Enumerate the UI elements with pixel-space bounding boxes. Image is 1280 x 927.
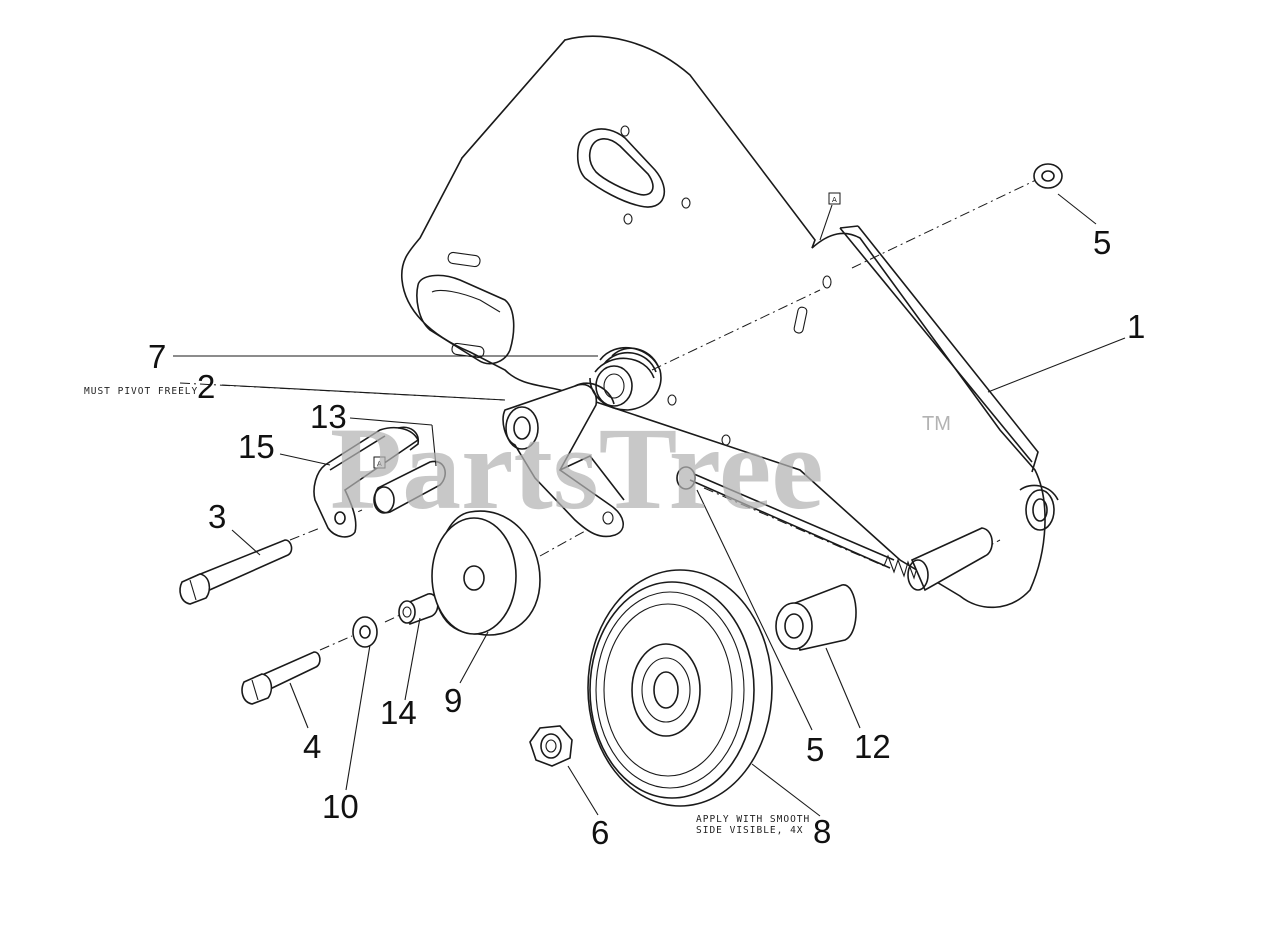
watermark-trademark: TM [922,413,951,435]
callout-8: 8 [813,813,831,850]
watermark-text: PartsTree [330,403,824,534]
callout-5-bottom: 5 [806,731,824,768]
torsion-spring [589,346,662,411]
apply-note-line1: APPLY WITH SMOOTH [696,814,810,825]
adjust-bracket [313,426,420,538]
locknut-top [1033,163,1063,189]
bushing-tube [373,460,446,514]
flag-a-label: A [832,196,837,204]
callout-12: 12 [854,728,891,765]
callout-numbers: 1 2 3 4 5 5 6 7 8 9 10 12 13 15 14 [148,224,1145,851]
mounting-plate [400,35,1059,609]
reference-flag-a: A [828,192,841,205]
callout-14: 14 [380,694,417,731]
leader-lines [173,193,1126,817]
flat-washer [352,616,378,648]
callout-3: 3 [208,498,226,535]
callout-5-top: 5 [1093,224,1111,261]
callout-13: 13 [310,398,347,435]
hex-bolt-long [179,539,293,605]
v-idler-pulley [587,569,773,807]
large-spacer [775,584,857,651]
tension-spring [676,466,929,582]
flag-a-bracket-label: A [377,460,382,468]
callout-1: 1 [1127,308,1145,345]
flat-idler-pulley [431,510,541,636]
callout-6: 6 [591,814,609,851]
callout-2: 2 [197,368,215,405]
apply-note-line2: SIDE VISIBLE, 4X [696,825,804,836]
hex-bolt-short [241,651,321,705]
watermark: PartsTree TM [330,403,951,534]
flange-nut [529,725,573,767]
callout-9: 9 [444,682,462,719]
pivot-note: MUST PIVOT FREELY [84,386,198,397]
callout-10: 10 [322,788,359,825]
small-spacer [398,593,439,626]
drawing-notes: MUST PIVOT FREELY APPLY WITH SMOOTH SIDE… [84,386,810,836]
callout-15: 15 [238,428,275,465]
stud-shaft [907,527,993,592]
callout-4: 4 [303,728,321,765]
callout-7: 7 [148,338,166,375]
reference-flag-a-bracket: A [373,456,386,469]
